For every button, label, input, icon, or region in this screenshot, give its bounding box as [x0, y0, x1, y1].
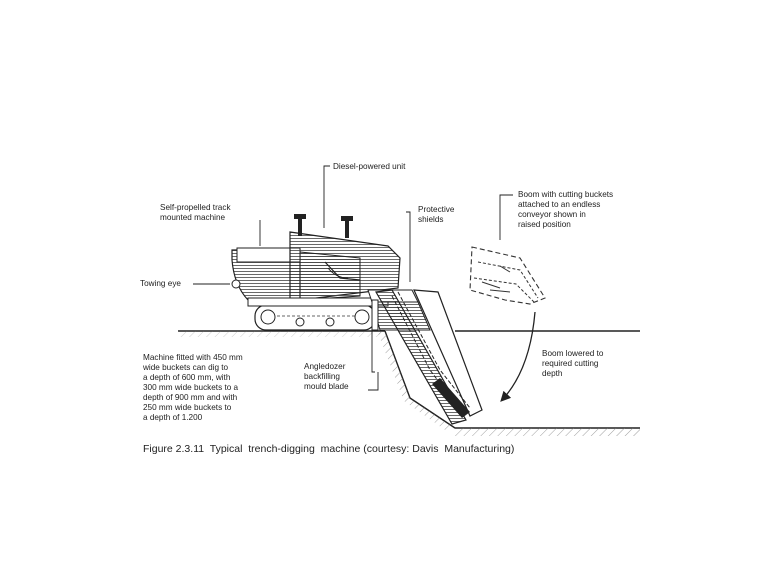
boom-swing-arrow — [500, 311, 536, 402]
ground-profile — [178, 330, 640, 436]
leader-lines — [193, 165, 513, 391]
label-boom-raised: Boom with cutting buckets attached to an… — [518, 190, 614, 229]
machine-body — [231, 214, 401, 307]
figure-caption: Figure 2.3.11 Typical trench-digging mac… — [143, 443, 515, 455]
label-diesel-unit: Diesel-powered unit — [333, 162, 406, 171]
label-machine-fitted: Machine fitted with 450 mm wide buckets … — [143, 353, 243, 422]
label-towing-eye: Towing eye — [140, 279, 181, 288]
crawler-tracks — [254, 304, 376, 331]
boom-assembly — [367, 289, 483, 425]
label-protective-shields: Protective shields — [418, 205, 455, 224]
label-boom-lowered: Boom lowered to required cutting depth — [542, 349, 604, 378]
label-self-propelled: Self-propelled track mounted machine — [160, 203, 231, 222]
label-angledozer: Angledozer backfilling mould blade — [304, 362, 349, 391]
raised-boom — [469, 246, 546, 305]
